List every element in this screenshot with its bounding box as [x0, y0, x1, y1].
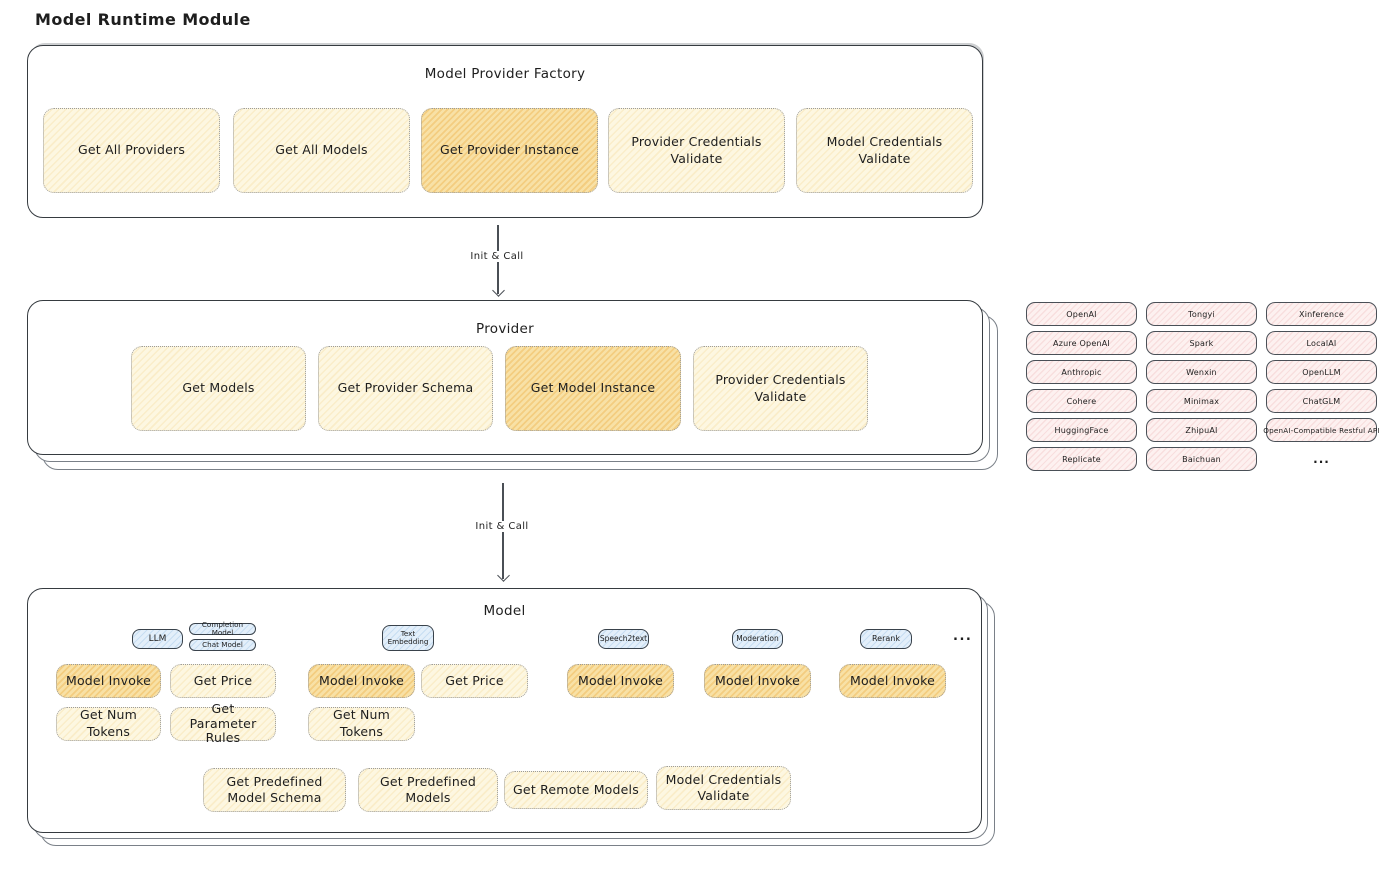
node-rerank-model-invoke: Model Invoke	[839, 664, 946, 698]
chip-rerank: Rerank	[860, 629, 912, 649]
chip-moderation: Moderation	[732, 629, 783, 649]
node-llm-get-num-tokens: Get Num Tokens	[56, 707, 161, 741]
node-model-credentials-validate-2: Model Credentials Validate	[656, 766, 791, 810]
arrowhead-down-icon	[496, 569, 510, 582]
node-embedding-get-num-tokens: Get Num Tokens	[308, 707, 415, 741]
node-speech2text-model-invoke: Model Invoke	[567, 664, 674, 698]
provider-box: Provider Get Models Get Provider Schema …	[27, 300, 983, 455]
provider-item: Azure OpenAI	[1026, 331, 1137, 355]
provider-list: OpenAI Tongyi Xinference Azure OpenAI Sp…	[1026, 302, 1380, 471]
provider-item: Baichuan	[1146, 447, 1257, 471]
factory-box: Model Provider Factory Get All Providers…	[27, 45, 983, 218]
model-box: Model LLM Completion Model Chat Model Te…	[27, 588, 982, 833]
node-embedding-get-price: Get Price	[421, 664, 528, 698]
factory-box-title: Model Provider Factory	[424, 66, 586, 82]
provider-list-ellipsis: ...	[1313, 452, 1330, 466]
chip-llm: LLM	[132, 629, 183, 649]
provider-item: OpenLLM	[1266, 360, 1377, 384]
diagram-title: Model Runtime Module	[35, 10, 251, 29]
node-embedding-model-invoke: Model Invoke	[308, 664, 415, 698]
provider-item: HuggingFace	[1026, 418, 1137, 442]
node-get-all-providers: Get All Providers	[43, 108, 220, 193]
provider-item: Replicate	[1026, 447, 1137, 471]
arrowhead-down-icon	[491, 284, 505, 297]
node-model-credentials-validate: Model Credentials Validate	[796, 108, 973, 193]
node-get-provider-instance: Get Provider Instance	[421, 108, 598, 193]
node-moderation-model-invoke: Model Invoke	[704, 664, 811, 698]
provider-item: Tongyi	[1146, 302, 1257, 326]
node-get-predefined-models: Get Predefined Models	[358, 768, 498, 812]
provider-item: Cohere	[1026, 389, 1137, 413]
node-get-models: Get Models	[131, 346, 306, 431]
provider-item: Xinference	[1266, 302, 1377, 326]
provider-item: LocalAI	[1266, 331, 1377, 355]
arrow-label-init-call: Init & Call	[466, 251, 528, 262]
node-get-predefined-model-schema: Get Predefined Model Schema	[203, 768, 346, 812]
node-llm-model-invoke: Model Invoke	[56, 664, 161, 698]
provider-item: Wenxin	[1146, 360, 1257, 384]
chip-chat-model: Chat Model	[189, 639, 256, 651]
node-get-model-instance: Get Model Instance	[505, 346, 681, 431]
node-provider-credentials-validate: Provider Credentials Validate	[608, 108, 785, 193]
chip-completion-model: Completion Model	[189, 620, 256, 637]
model-types-ellipsis: ...	[953, 629, 973, 644]
provider-item: OpenAI-Compatible Restful API	[1263, 418, 1380, 442]
arrow-label-init-call: Init & Call	[471, 521, 533, 532]
node-llm-get-price: Get Price	[170, 664, 276, 698]
node-get-all-models: Get All Models	[233, 108, 410, 193]
provider-item: ZhipuAI	[1146, 418, 1257, 442]
provider-item: Anthropic	[1026, 360, 1137, 384]
node-get-provider-schema: Get Provider Schema	[318, 346, 493, 431]
model-box-title: Model	[483, 603, 526, 619]
provider-box-title: Provider	[476, 321, 534, 337]
provider-item: ChatGLM	[1266, 389, 1377, 413]
provider-item: Spark	[1146, 331, 1257, 355]
provider-item: Minimax	[1146, 389, 1257, 413]
node-provider-credentials-validate-2: Provider Credentials Validate	[693, 346, 868, 431]
chip-text-embedding: Text Embedding	[382, 625, 434, 651]
chip-speech2text: Speech2text	[598, 629, 649, 649]
provider-item: OpenAI	[1026, 302, 1137, 326]
node-get-remote-models: Get Remote Models	[504, 771, 648, 809]
node-llm-get-parameter-rules: Get Parameter Rules	[170, 702, 276, 745]
